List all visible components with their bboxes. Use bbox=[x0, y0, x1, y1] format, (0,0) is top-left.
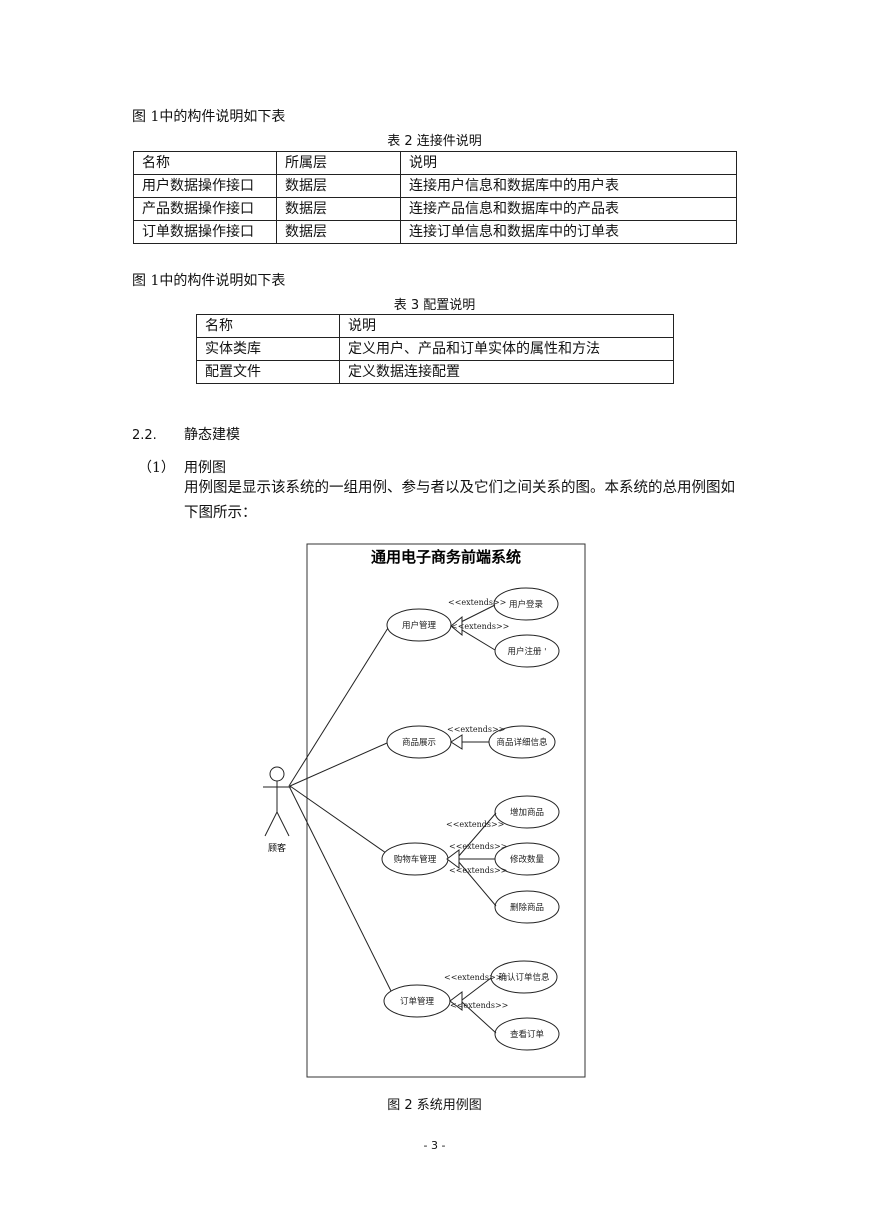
table3-header-cell: 说明 bbox=[339, 314, 674, 338]
table-cell: 数据层 bbox=[276, 197, 401, 221]
extends-label: <<extends>> bbox=[444, 973, 502, 982]
extends-label: <<extends>> bbox=[450, 1001, 508, 1010]
table3: 名称 说明 实体类库 定义用户、产品和订单实体的属性和方法 配置文件 定义数据连… bbox=[196, 314, 674, 384]
extends-label: <<extends>> bbox=[449, 866, 507, 875]
actor-label: 顾客 bbox=[268, 842, 286, 854]
arrowheads bbox=[446, 615, 463, 1011]
use-case-add-item bbox=[494, 795, 560, 829]
list-item-title: 用例图 bbox=[184, 460, 226, 476]
table-row: 用户数据操作接口 数据层 连接用户信息和数据库中的用户表 bbox=[133, 174, 737, 198]
use-case-label: 商品详细信息 bbox=[496, 737, 548, 748]
table-cell: 定义数据连接配置 bbox=[339, 360, 674, 384]
table-cell: 数据层 bbox=[276, 220, 401, 244]
table3-caption: 表 3 配置说明 bbox=[393, 298, 476, 313]
paragraph: 用例图是显示该系统的一组用例、参与者以及它们之间关系的图。本系统的总用例图如下图… bbox=[184, 480, 735, 521]
system-title: 通用电子商务前端系统 bbox=[371, 548, 521, 566]
use-case-label: 商品展示 bbox=[402, 737, 436, 748]
table-row: 产品数据操作接口 数据层 连接产品信息和数据库中的产品表 bbox=[133, 197, 737, 221]
extends-label: <<extends>> bbox=[449, 842, 507, 851]
extends-label: <<extends>> bbox=[447, 725, 505, 734]
use-case-label: 删除商品 bbox=[510, 902, 544, 913]
table2-header-row: 名称 所属层 说明 bbox=[133, 151, 737, 175]
use-case-view-order bbox=[494, 1017, 560, 1051]
table-cell: 产品数据操作接口 bbox=[133, 197, 277, 221]
extends-label: <<extends>> bbox=[446, 820, 504, 829]
use-case-login bbox=[493, 587, 559, 621]
table-cell: 实体类库 bbox=[196, 337, 340, 361]
use-case-delete-item bbox=[494, 890, 560, 924]
figure-caption: 图 2 系统用例图 bbox=[387, 1098, 482, 1113]
intro-text-2: 图 1中的构件说明如下表 bbox=[132, 273, 286, 289]
table2-caption: 表 2 连接件说明 bbox=[387, 134, 482, 149]
use-case-label: 用户注册 ' bbox=[507, 646, 546, 657]
intro-text-1: 图 1中的构件说明如下表 bbox=[132, 109, 286, 125]
use-case-register bbox=[494, 634, 560, 668]
table3-header-cell: 名称 bbox=[196, 314, 340, 338]
section-heading: 2.2. 静态建模 bbox=[132, 424, 240, 444]
use-case-user-management bbox=[386, 608, 452, 642]
associations bbox=[288, 627, 393, 994]
use-case-label: 修改数量 bbox=[510, 854, 545, 865]
list-item-marker: （1） bbox=[138, 460, 175, 476]
table-row: 实体类库 定义用户、产品和订单实体的属性和方法 bbox=[196, 337, 674, 361]
use-case-label: 确认订单信息 bbox=[498, 972, 550, 983]
table-row: 订单数据操作接口 数据层 连接订单信息和数据库中的订单表 bbox=[133, 220, 737, 244]
use-case-label: 购物车管理 bbox=[394, 854, 437, 865]
use-case-label: 查看订单 bbox=[510, 1029, 545, 1040]
table-cell: 数据层 bbox=[276, 174, 401, 198]
table-cell: 订单数据操作接口 bbox=[133, 220, 277, 244]
use-case-label: 增加商品 bbox=[510, 807, 544, 818]
table2: 名称 所属层 说明 用户数据操作接口 数据层 连接用户信息和数据库中的用户表 产… bbox=[133, 151, 737, 244]
system-boundary bbox=[306, 543, 586, 1078]
actor-customer bbox=[263, 766, 291, 837]
table3-header-row: 名称 说明 bbox=[196, 314, 674, 338]
section-title: 静态建模 bbox=[184, 427, 240, 443]
extends-label: <<extends>> bbox=[448, 598, 506, 607]
table-cell: 连接用户信息和数据库中的用户表 bbox=[400, 174, 737, 198]
extends-label: <<extends>> bbox=[451, 622, 509, 631]
use-case-label: 订单管理 bbox=[400, 996, 435, 1007]
table-cell: 用户数据操作接口 bbox=[133, 174, 277, 198]
use-case-confirm-order bbox=[490, 960, 558, 994]
table-row: 配置文件 定义数据连接配置 bbox=[196, 360, 674, 384]
extends-relations bbox=[456, 604, 497, 1034]
use-case-label: 用户登录 bbox=[509, 599, 544, 610]
page-number: - 3 - bbox=[423, 1139, 446, 1152]
table-cell: 连接订单信息和数据库中的订单表 bbox=[400, 220, 737, 244]
section-number: 2.2. bbox=[132, 428, 157, 443]
use-case-label: 用户管理 bbox=[402, 620, 437, 631]
